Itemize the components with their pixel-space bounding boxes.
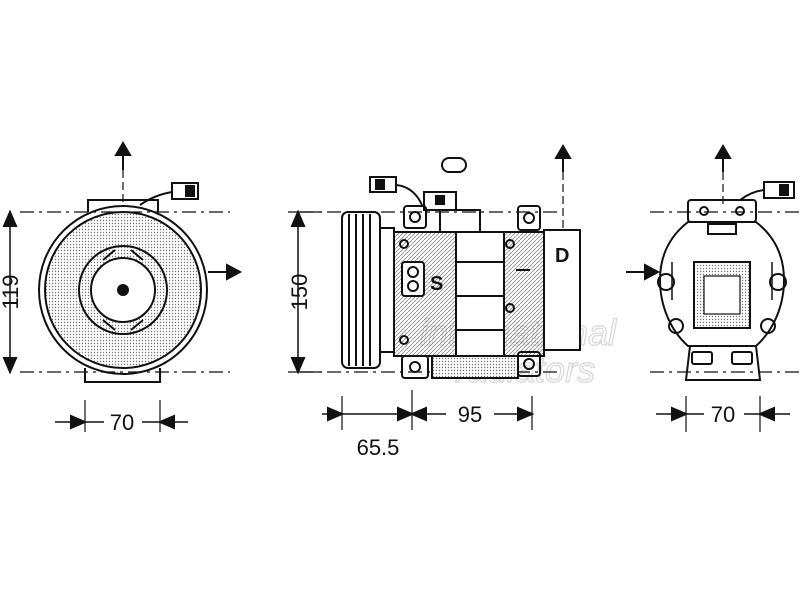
rear-width-label: 70 [711, 402, 735, 427]
side-mount-span-label: 95 [458, 402, 482, 427]
port-d-label: D [555, 245, 569, 267]
side-up-arrow [554, 144, 572, 172]
rear-up-arrow [714, 144, 732, 172]
hub-spoke-3 [102, 319, 116, 331]
side-height-dimension [288, 209, 322, 375]
hub-spoke-1 [102, 249, 116, 261]
side-view [288, 144, 581, 430]
rear-housing [657, 199, 787, 381]
front-height-dimension [2, 209, 18, 375]
side-electrical-connector [369, 176, 423, 206]
compressor-body [393, 191, 581, 379]
port-s-label: S [430, 273, 443, 295]
front-width-label: 70 [110, 410, 134, 435]
front-width-dimension [55, 400, 188, 432]
hub-spoke-2 [130, 249, 144, 261]
front-up-arrow [114, 141, 132, 170]
rear-width-dimension [656, 396, 790, 432]
side-bottom-dimensions [322, 390, 535, 430]
front-right-arrow [208, 263, 243, 281]
side-height-label: 150 [287, 274, 312, 311]
front-bottom-mount [84, 368, 161, 383]
rear-left-arrow [626, 263, 661, 281]
front-height-label: 119 [0, 274, 23, 309]
hub-spoke-4 [130, 319, 144, 331]
pulley [341, 211, 395, 369]
clutch-center-bolt [117, 284, 129, 296]
front-view [2, 141, 243, 432]
front-electrical-connector [139, 182, 199, 206]
rear-view [626, 144, 800, 432]
rear-electrical-connector [739, 181, 795, 201]
side-pulley-offset-label: 65.5 [357, 435, 400, 460]
top-port-cap [441, 157, 467, 173]
front-top-mount [87, 199, 159, 212]
clutch-inner-ring [78, 245, 168, 335]
clutch-outer-ring [38, 205, 208, 375]
